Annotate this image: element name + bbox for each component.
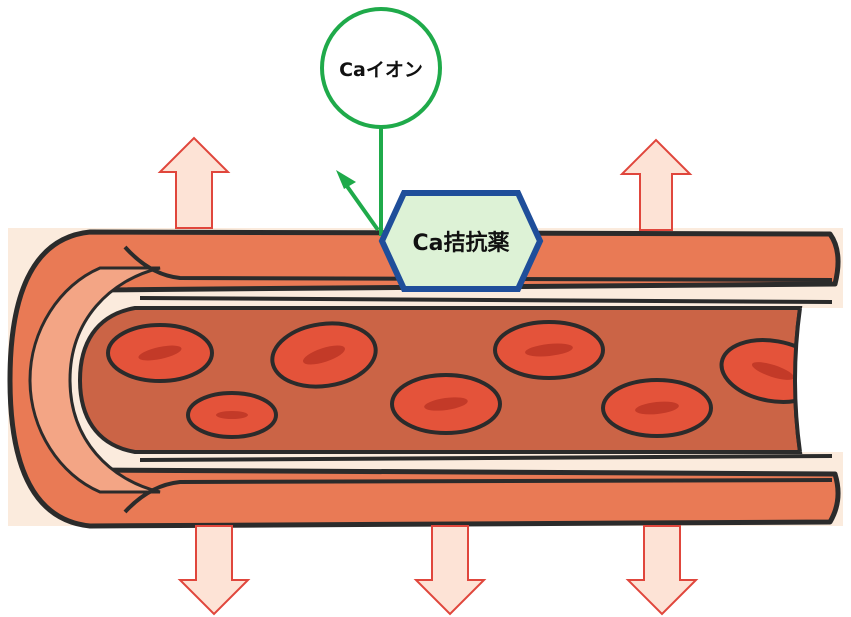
arrow-icon bbox=[413, 525, 487, 616]
wall-line-top bbox=[123, 245, 833, 282]
green-arrow-icon bbox=[342, 180, 380, 232]
blood-cell bbox=[493, 320, 605, 380]
vessel-right-end-line bbox=[793, 307, 802, 453]
ca-antagonist-hexagon bbox=[378, 190, 544, 292]
blood-cell bbox=[390, 373, 502, 435]
blood-cell bbox=[106, 323, 214, 383]
blood-cell bbox=[270, 321, 378, 389]
expansion-arrows-up bbox=[157, 136, 693, 231]
ca-ion-circle bbox=[320, 7, 442, 129]
blood-cell bbox=[601, 378, 713, 438]
arrow-icon bbox=[619, 138, 693, 231]
green-arrow-head bbox=[336, 170, 356, 189]
vessel-right-end bbox=[795, 308, 851, 452]
wall-line-top-inner bbox=[139, 296, 833, 304]
expansion-arrows-down bbox=[177, 525, 699, 616]
ca-ion-label: Caイオン bbox=[339, 59, 423, 81]
wall-line-bottom-inner bbox=[139, 454, 833, 462]
blood-cell bbox=[186, 391, 278, 439]
ca-antagonist-label: Ca拮抗薬 bbox=[413, 230, 510, 256]
wall-line-bottom bbox=[123, 478, 833, 514]
arrow-icon bbox=[177, 525, 251, 616]
arrow-icon bbox=[157, 136, 231, 229]
arrow-icon bbox=[625, 525, 699, 616]
vessel-inner-lip bbox=[28, 266, 161, 494]
